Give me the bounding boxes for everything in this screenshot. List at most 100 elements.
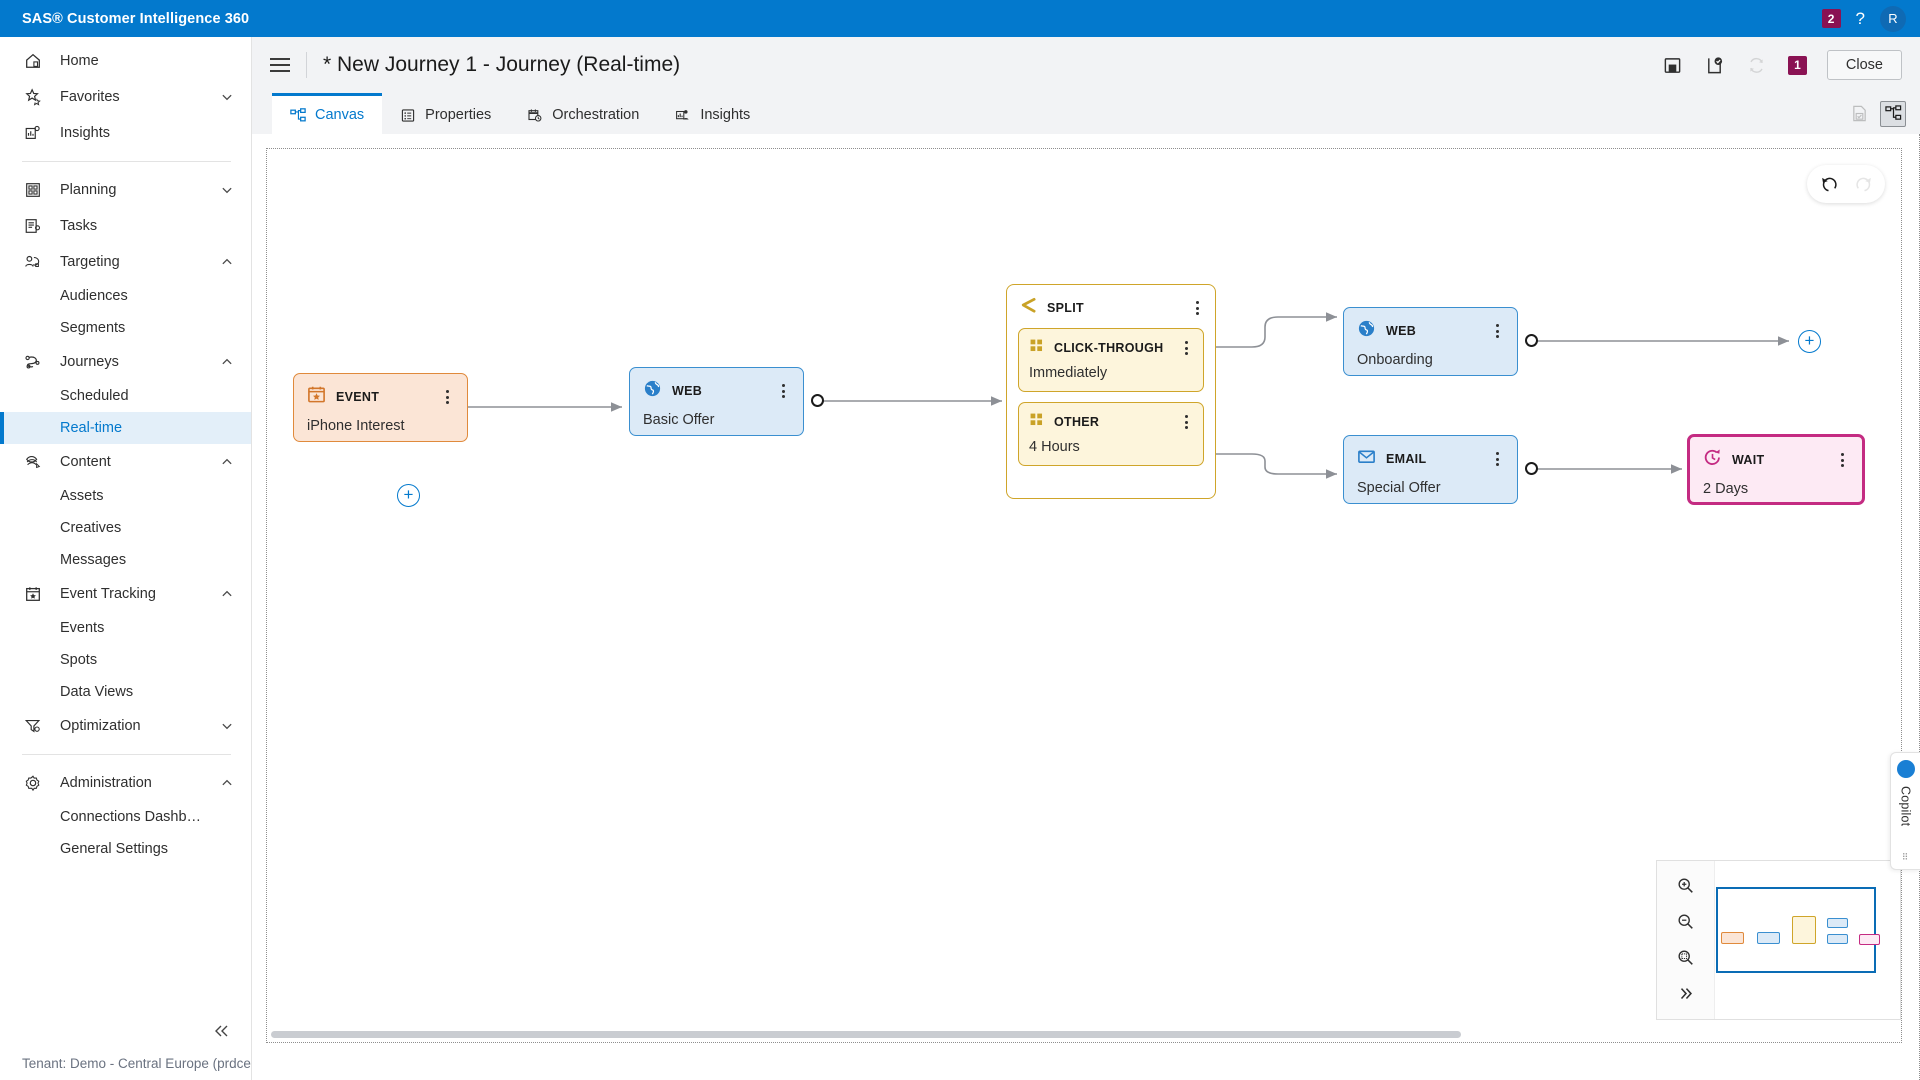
validate-icon[interactable]: [1704, 54, 1726, 76]
tab-canvas[interactable]: Canvas: [272, 93, 383, 134]
output-connector[interactable]: [811, 394, 824, 407]
sidebar-item-chevron[interactable]: [221, 588, 233, 600]
sidebar-item-chevron[interactable]: [221, 127, 233, 139]
minimap-viewport-rect[interactable]: [1716, 887, 1876, 973]
sidebar-item-targeting[interactable]: Targeting: [0, 244, 251, 280]
tab-orchestration[interactable]: Orchestration: [509, 93, 657, 134]
sidebar-item-messages[interactable]: Messages: [0, 544, 251, 576]
sidebar-item-data-views[interactable]: Data Views: [0, 676, 251, 708]
undo-icon[interactable]: [1811, 167, 1845, 201]
document-view-icon[interactable]: [1846, 101, 1872, 127]
zoom-fit-icon[interactable]: [1671, 943, 1701, 973]
output-connector[interactable]: [1525, 462, 1538, 475]
sidebar-item-assets[interactable]: Assets: [0, 480, 251, 512]
node-menu-icon[interactable]: [1190, 300, 1204, 316]
node-type-label: EVENT: [336, 390, 380, 404]
node-menu-icon[interactable]: [1835, 452, 1849, 468]
copilot-tab[interactable]: Copilot ⠿: [1890, 752, 1920, 870]
sidebar-item-scheduled[interactable]: Scheduled: [0, 380, 251, 412]
sidebar-item-insights[interactable]: Insights: [0, 115, 251, 151]
node-subtitle: Basic Offer: [643, 412, 715, 428]
add-node-button[interactable]: +: [1798, 330, 1821, 353]
horizontal-scrollbar[interactable]: [271, 1031, 1461, 1038]
sidebar-item-chevron[interactable]: [221, 220, 233, 232]
sidebar-item-spots[interactable]: Spots: [0, 644, 251, 676]
sidebar-item-chevron[interactable]: [221, 456, 233, 468]
zoom-in-icon[interactable]: [1671, 871, 1701, 901]
node-header: EMAIL: [1357, 447, 1504, 471]
sidebar-item-audiences[interactable]: Audiences: [0, 280, 251, 312]
node-menu-icon[interactable]: [776, 383, 790, 399]
sidebar-item-real-time[interactable]: Real-time: [0, 412, 251, 444]
sidebar-item-event-tracking[interactable]: Event Tracking: [0, 576, 251, 612]
node-menu-icon[interactable]: [1490, 323, 1504, 339]
expand-icon[interactable]: [1671, 979, 1701, 1009]
sidebar-item-chevron[interactable]: [221, 91, 233, 103]
tab-insights[interactable]: Insights: [657, 93, 768, 134]
node-menu-icon[interactable]: [440, 389, 454, 405]
sidebar-item-chevron[interactable]: [221, 720, 233, 732]
list-menu-icon[interactable]: [270, 58, 290, 72]
chevron-up-icon: [222, 590, 232, 597]
save-icon[interactable]: [1662, 54, 1684, 76]
planning-grid-icon: [22, 181, 44, 199]
sidebar-item-favorites[interactable]: Favorites: [0, 79, 251, 115]
chevron-double-left-icon: [215, 1025, 228, 1037]
node-subtitle: iPhone Interest: [307, 418, 405, 434]
diagram-view-icon[interactable]: [1880, 100, 1906, 127]
sidebar-item-label: Creatives: [60, 520, 122, 536]
sidebar-item-creatives[interactable]: Creatives: [0, 512, 251, 544]
journey-node-event-1[interactable]: EVENT iPhone Interest: [293, 373, 468, 442]
issue-count-badge[interactable]: 1: [1787, 55, 1807, 75]
sidebar-item-chevron[interactable]: [221, 777, 233, 789]
node-menu-icon[interactable]: [1179, 414, 1193, 430]
globe-icon: [1357, 319, 1376, 343]
sidebar-item-administration[interactable]: Administration: [0, 765, 251, 801]
node-menu-icon[interactable]: [1179, 340, 1193, 356]
sidebar-item-events[interactable]: Events: [0, 612, 251, 644]
sidebar-item-general-settings[interactable]: General Settings: [0, 833, 251, 865]
tab-properties[interactable]: Properties: [382, 93, 509, 134]
sidebar-item-label: Journeys: [60, 354, 119, 370]
sidebar-item-chevron[interactable]: [221, 55, 233, 67]
sidebar-item-tasks[interactable]: Tasks: [0, 208, 251, 244]
sidebar-item-label: Spots: [60, 652, 98, 668]
sidebar-item-chevron[interactable]: [221, 356, 233, 368]
node-menu-icon[interactable]: [1490, 451, 1504, 467]
sidebar-item-planning[interactable]: Planning: [0, 172, 251, 208]
sidebar-item-chevron[interactable]: [221, 256, 233, 268]
notification-badge[interactable]: 2: [1821, 9, 1841, 28]
sidebar-item-journeys[interactable]: Journeys: [0, 344, 251, 380]
minimap-node: [1792, 916, 1816, 944]
sidebar-item-label: Planning: [60, 182, 117, 198]
copilot-grip-icon[interactable]: ⠿: [1901, 852, 1910, 862]
main-area: * New Journey 1 - Journey (Real-time): [252, 37, 1920, 1080]
sidebar-item-home[interactable]: Home: [0, 43, 251, 79]
sidebar-collapse-button[interactable]: [0, 1016, 251, 1046]
minimap-view[interactable]: [1715, 861, 1900, 1019]
output-connector[interactable]: [1525, 334, 1538, 347]
close-button[interactable]: Close: [1826, 50, 1902, 80]
avatar[interactable]: R: [1880, 5, 1906, 32]
sidebar-item-label: Segments: [60, 320, 126, 336]
sidebar-item-chevron[interactable]: [221, 184, 233, 196]
zoom-out-icon[interactable]: [1671, 907, 1701, 937]
sidebar-item-content[interactable]: Content: [0, 444, 251, 480]
optimization-icon: [22, 717, 44, 735]
help-icon[interactable]: ?: [1855, 9, 1865, 28]
minimap-tools: [1657, 861, 1715, 1019]
sidebar-item-connections-dashb[interactable]: Connections Dashb…: [0, 801, 251, 833]
sidebar-item-optimization[interactable]: Optimization: [0, 708, 251, 744]
add-node-button[interactable]: +: [397, 484, 420, 507]
sidebar-item-segments[interactable]: Segments: [0, 312, 251, 344]
